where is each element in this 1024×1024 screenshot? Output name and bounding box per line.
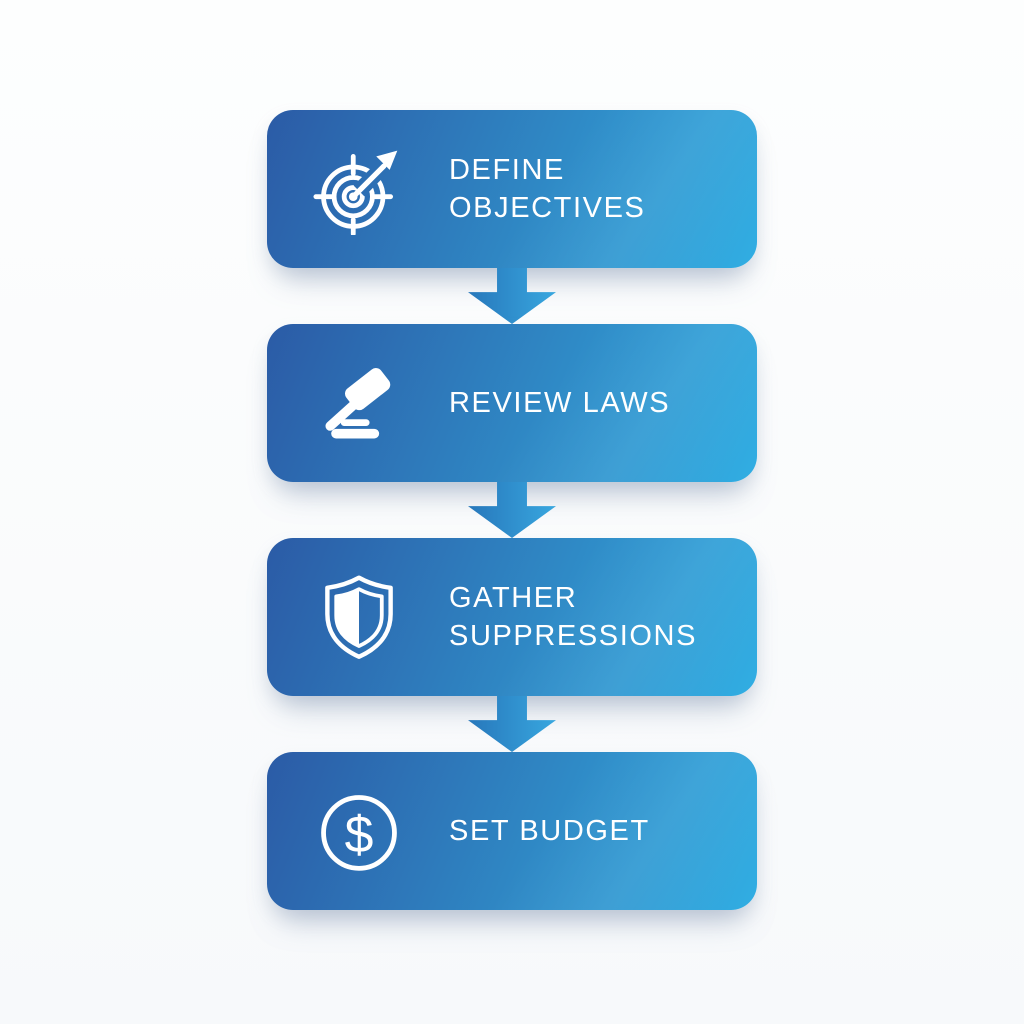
arrow-down-icon <box>468 482 556 538</box>
step-label: SET BUDGET <box>449 812 650 850</box>
target-icon <box>313 137 405 241</box>
flowchart: DEFINE OBJECTIVES REVIEW LAWS <box>267 110 757 910</box>
step-label-line: OBJECTIVES <box>449 192 646 224</box>
step-label-line: SET BUDGET <box>449 814 650 847</box>
arrow-down-icon <box>468 696 556 752</box>
step-box-define-objectives: DEFINE OBJECTIVES <box>267 110 757 268</box>
step-label: DEFINE OBJECTIVES <box>449 151 646 228</box>
arrow-down-icon <box>468 268 556 324</box>
dollar-circle-icon: $ <box>313 779 405 883</box>
shield-icon <box>313 565 405 669</box>
step-label: REVIEW LAWS <box>449 384 670 422</box>
step-box-set-budget: $ SET BUDGET <box>267 752 757 910</box>
step-label-line: REVIEW LAWS <box>449 386 671 419</box>
gavel-icon <box>313 351 405 455</box>
step-box-gather-suppressions: GATHER SUPPRESSIONS <box>267 538 757 696</box>
step-label-line: GATHER <box>449 581 578 614</box>
step-label-line: SUPPRESSIONS <box>449 620 698 652</box>
step-box-review-laws: REVIEW LAWS <box>267 324 757 482</box>
svg-text:$: $ <box>345 805 374 863</box>
step-label: GATHER SUPPRESSIONS <box>449 579 697 656</box>
step-label-line: DEFINE <box>449 153 565 186</box>
